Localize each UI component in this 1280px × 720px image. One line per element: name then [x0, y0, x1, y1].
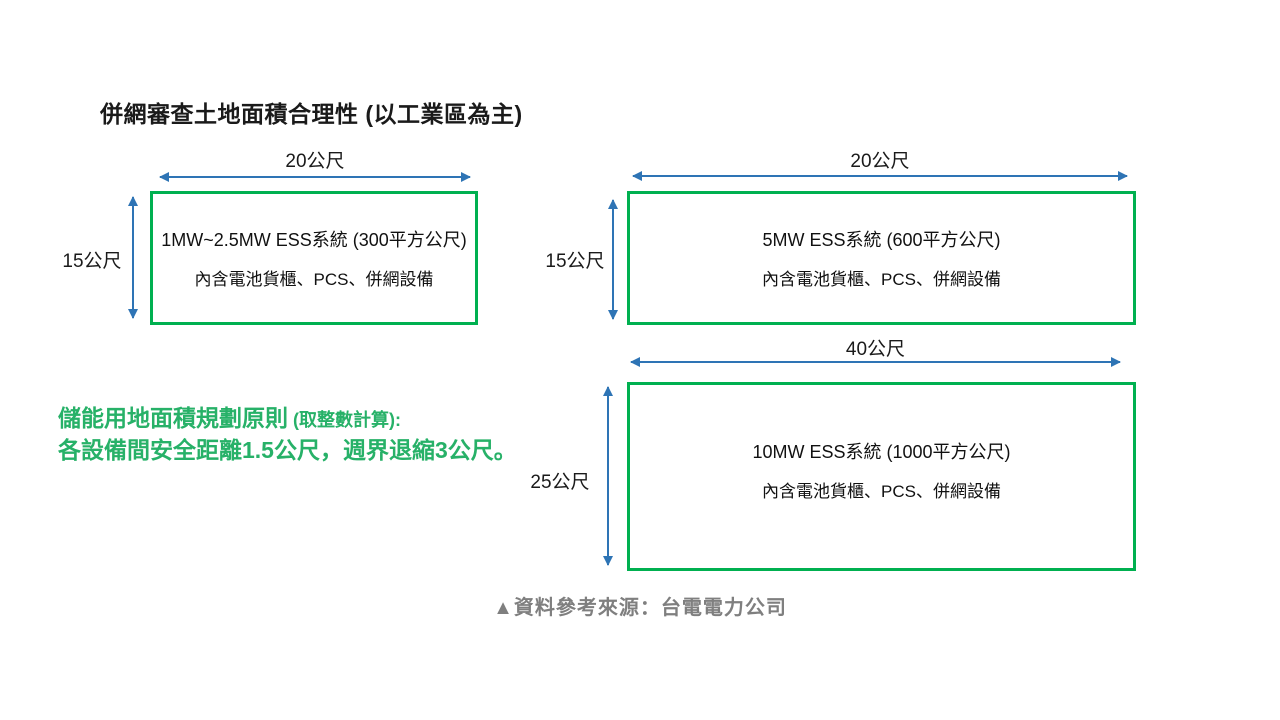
box-c-height-arrow — [603, 386, 613, 566]
box-c-width-arrow — [630, 357, 1121, 367]
box-a-width-arrow — [159, 172, 471, 182]
box-b-title: 5MW ESS系統 (600平方公尺) — [762, 230, 1001, 250]
box-b-subtitle: 內含電池貨櫃、PCS、併網設備 — [762, 270, 1001, 289]
box-b-width-label: 20公尺 — [850, 151, 910, 172]
box-c-ess-10mw: 10MW ESS系統 (1000平方公尺) 內含電池貨櫃、PCS、併網設備 — [627, 382, 1136, 571]
box-a-height-label: 15公尺 — [62, 251, 122, 272]
page-title: 併網審查土地面積合理性 (以工業區為主) — [100, 101, 523, 127]
box-b-width-arrow — [632, 171, 1128, 181]
box-c-subtitle: 內含電池貨櫃、PCS、併網設備 — [762, 481, 1001, 501]
note-heading-suffix: (取整數計算): — [288, 410, 401, 430]
source-caption: ▲資料參考來源：台電電力公司 — [493, 597, 787, 619]
box-a-height-arrow — [128, 196, 138, 319]
box-a-width-label: 20公尺 — [285, 151, 345, 172]
note-heading: 儲能用地面積規劃原則 — [58, 405, 288, 431]
box-b-height-label: 15公尺 — [545, 251, 605, 272]
planning-note-line1: 儲能用地面積規劃原則 (取整數計算): — [58, 404, 517, 436]
box-b-height-arrow — [608, 199, 618, 320]
box-b-ess-5mw: 5MW ESS系統 (600平方公尺) 內含電池貨櫃、PCS、併網設備 — [627, 191, 1136, 325]
box-c-height-label: 25公尺 — [530, 472, 590, 493]
box-a-title: 1MW~2.5MW ESS系統 (300平方公尺) — [161, 230, 467, 250]
box-a-ess-1mw-2.5mw: 1MW~2.5MW ESS系統 (300平方公尺) 內含電池貨櫃、PCS、併網設… — [150, 191, 478, 325]
planning-note: 儲能用地面積規劃原則 (取整數計算): 各設備間安全距離1.5公尺，週界退縮3公… — [58, 404, 517, 465]
box-a-subtitle: 內含電池貨櫃、PCS、併網設備 — [194, 270, 434, 289]
box-c-title: 10MW ESS系統 (1000平方公尺) — [752, 441, 1011, 462]
note-body: 各設備間安全距離1.5公尺，週界退縮3公尺。 — [58, 437, 517, 463]
box-c-width-label: 40公尺 — [845, 339, 906, 360]
